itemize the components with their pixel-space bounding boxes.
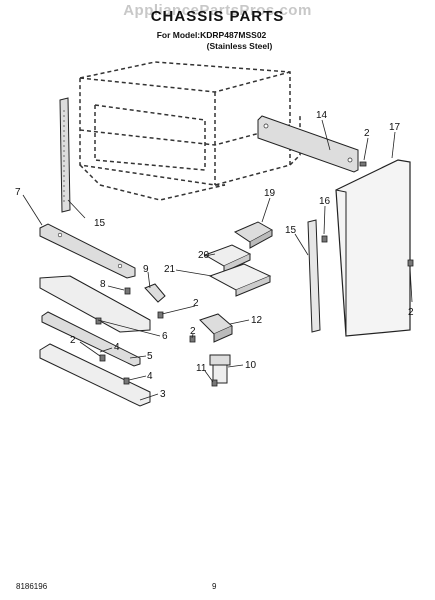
callout-11: 11 (196, 363, 207, 374)
part-channel-6 (39, 275, 151, 333)
finish-subtitle: (Stainless Steel) (206, 41, 273, 51)
callout-19: 19 (264, 188, 276, 199)
callout-14: 14 (316, 110, 328, 121)
callout-4-lower: 4 (147, 371, 153, 382)
callout-2-left: 2 (70, 335, 76, 346)
part-trim-strip (307, 219, 321, 333)
callout-12: 12 (251, 315, 263, 326)
callout-16: 16 (319, 196, 331, 207)
callout-3: 3 (160, 389, 166, 400)
part-bracket-19 (233, 221, 274, 249)
part-bracket-9 (144, 283, 166, 303)
callout-6: 6 (162, 331, 168, 342)
cabinet-outline (79, 61, 301, 201)
callout-2-top: 2 (364, 128, 370, 139)
callout-9: 9 (143, 264, 149, 275)
part-leveling-leg (209, 354, 231, 384)
callout-5: 5 (147, 351, 153, 362)
callout-4-upper: 4 (114, 342, 120, 353)
page-title: CHASSIS PARTS (150, 8, 285, 25)
part-rear-bracket (257, 115, 359, 173)
part-left-side-rail (59, 97, 71, 213)
callout-15-right: 15 (285, 225, 297, 236)
document-number: 8186196 (16, 582, 48, 591)
callout-2-lower: 2 (190, 326, 196, 337)
callout-7: 7 (15, 187, 21, 198)
model-subtitle: For Model:KDRP487MSS02 (156, 30, 267, 40)
part-bracket-12 (199, 313, 233, 343)
callout-20: 20 (198, 250, 210, 261)
callout-15-left: 15 (94, 218, 106, 229)
callout-8: 8 (100, 279, 106, 290)
part-bottom-plate (39, 343, 151, 407)
part-tray-21 (208, 263, 272, 297)
callout-21: 21 (164, 264, 176, 275)
callout-2-right: 2 (408, 307, 414, 318)
part-side-panel (335, 159, 411, 337)
page-number: 9 (212, 582, 217, 591)
callout-17: 17 (389, 122, 401, 133)
screws (95, 161, 414, 387)
callout-leaders (22, 119, 413, 401)
callout-2-mid: 2 (193, 298, 199, 309)
callout-10: 10 (245, 360, 257, 371)
watermark: AppliancePartsPros.com (123, 2, 312, 19)
part-bar-5 (41, 311, 141, 367)
part-front-rail (39, 223, 136, 279)
